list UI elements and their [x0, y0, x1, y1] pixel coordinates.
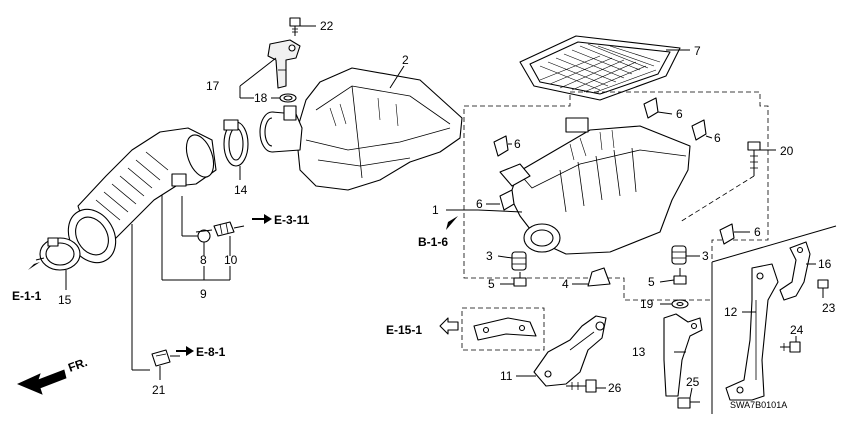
bolt-24-drawing: [780, 341, 801, 353]
grommet-4-drawing: [587, 267, 611, 287]
callout-24: 24: [790, 323, 804, 337]
callout-9: 9: [200, 287, 207, 301]
callout-13: 13: [632, 345, 646, 359]
callout-2: 2: [402, 53, 409, 67]
callout-3-left: 3: [486, 249, 493, 263]
callout-3-right: 3: [702, 249, 709, 263]
bolt-22-drawing: [289, 17, 301, 36]
callout-26: 26: [608, 381, 622, 395]
callout-22: 22: [320, 19, 334, 33]
callout-23: 23: [822, 301, 836, 315]
bolt-23-drawing: [817, 279, 829, 298]
reference-b-1-6: B-1-6: [418, 235, 448, 249]
callout-21: 21: [152, 383, 166, 397]
callout-11: 11: [500, 369, 513, 383]
callout-4: 4: [562, 277, 569, 291]
callout-8: 8: [200, 253, 207, 267]
sensor-17-drawing: [267, 39, 301, 89]
hose-clip-8-drawing: [195, 229, 213, 243]
callout-10: 10: [224, 253, 238, 267]
callout-5-right: 5: [648, 275, 655, 289]
fitting-10-drawing: [213, 221, 235, 237]
washer-19-drawing: [671, 299, 689, 309]
diagram-code: SWA7B0101A: [730, 400, 787, 410]
reference-e-1-1: E-1-1: [12, 289, 42, 303]
callout-25: 25: [686, 375, 700, 389]
callout-19: 19: [640, 297, 654, 311]
bolt-20-drawing: [747, 141, 761, 176]
collar-5-left-drawing: [513, 272, 527, 287]
callout-12: 12: [724, 305, 738, 319]
filter-7-drawing: [519, 35, 681, 101]
callout-6-top: 6: [676, 107, 683, 121]
reference-e-15-1: E-15-1: [386, 323, 422, 337]
callout-15: 15: [58, 293, 72, 307]
collar-5-right-drawing: [673, 268, 687, 285]
front-arrow-icon: [16, 369, 67, 395]
stay-12-drawing: [725, 263, 779, 401]
callout-18: 18: [254, 91, 268, 105]
reference-e-8-1: E-8-1: [196, 345, 226, 359]
stay-13-drawing: [663, 313, 703, 397]
bolt-25-drawing: [677, 397, 700, 409]
clamp-15-drawing: [39, 237, 81, 271]
callout-17: 17: [206, 79, 220, 93]
bracket-11-drawing: [533, 315, 607, 387]
callout-6-right: 6: [714, 131, 721, 145]
callout-7: 7: [694, 44, 701, 58]
upper-case-2-drawing: [259, 67, 463, 191]
bolt-26-drawing: [566, 379, 597, 393]
callout-6-lower-right: 6: [754, 225, 761, 239]
callout-6-left-lower: 6: [476, 197, 483, 211]
callout-6-left-upper: 6: [514, 137, 521, 151]
grommet-3-right-drawing: [671, 245, 687, 265]
grommet-3-left-drawing: [511, 251, 527, 271]
intake-duct-drawing: [67, 127, 217, 264]
bracket-e151-drawing: [473, 317, 537, 341]
callout-5-left: 5: [488, 277, 495, 291]
callout-14: 14: [234, 183, 248, 197]
callout-16: 16: [818, 257, 832, 271]
clamp-14-drawing: [223, 119, 249, 167]
o-ring-18-drawing: [279, 93, 297, 103]
callout-1: 1: [432, 203, 439, 217]
bracket-16-drawing: [779, 241, 811, 301]
lower-case-1-drawing: [499, 117, 691, 255]
reference-e-3-11: E-3-11: [274, 213, 310, 227]
front-label: FR.: [66, 355, 89, 375]
clip-6-drawings: [493, 97, 735, 245]
callout-20: 20: [780, 144, 794, 158]
clip-21-drawing: [151, 349, 171, 367]
